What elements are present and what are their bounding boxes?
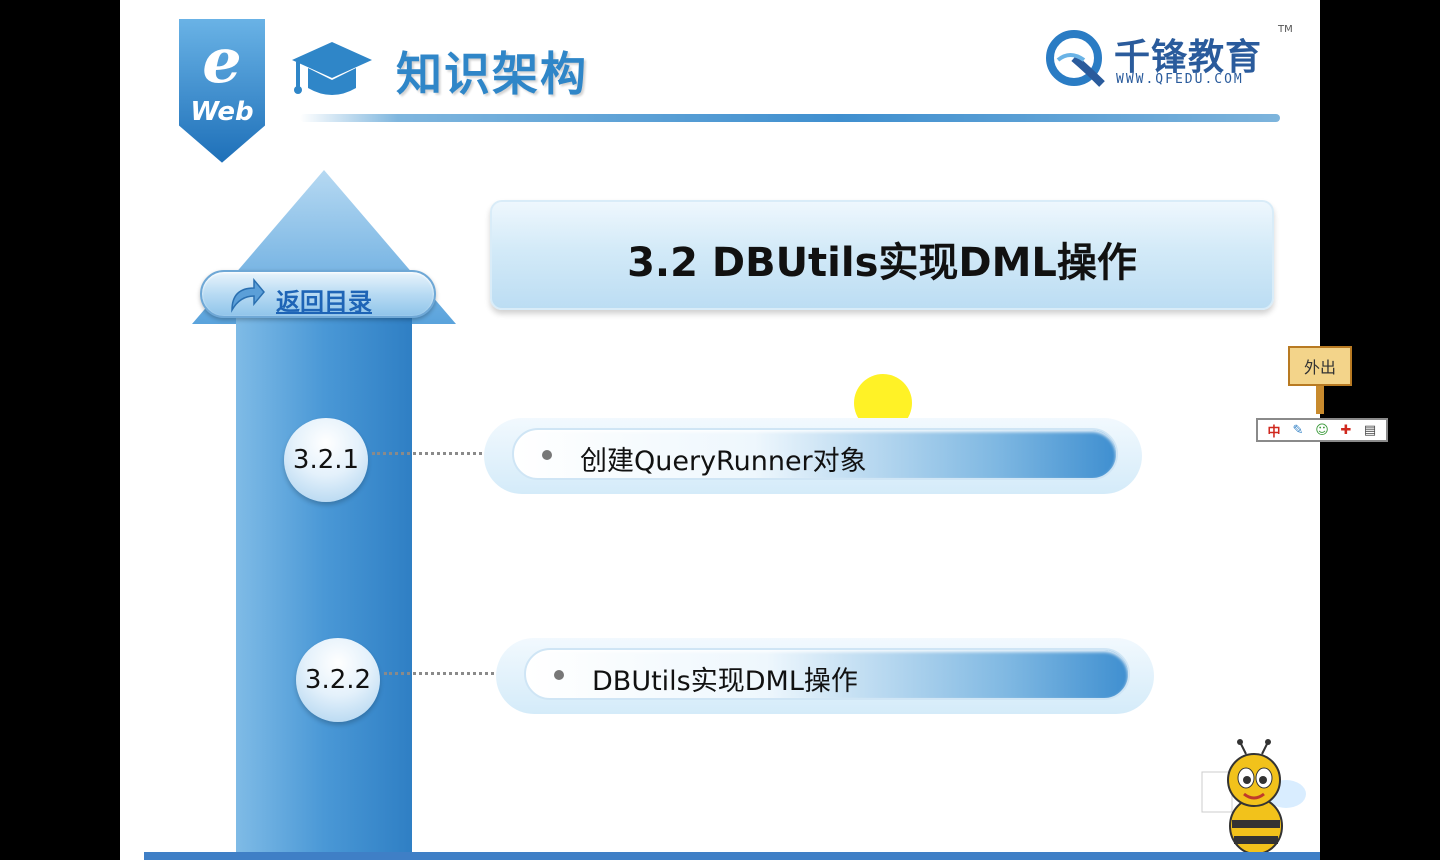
qf-logo-icon: [1046, 30, 1105, 87]
back-to-contents-button[interactable]: 返回目录: [200, 270, 436, 318]
tools-icon[interactable]: ✎: [1292, 422, 1304, 438]
section-title: 3.2 DBUtils实现DML操作: [627, 240, 1137, 286]
slide: e Web 知识架构 千锋教育 WWW.QFEDU.COM TM: [120, 0, 1320, 860]
brand-url: WWW.QFEDU.COM: [1116, 72, 1244, 87]
dotted-connector-2: [384, 672, 554, 675]
item-number: 3.2.2: [304, 665, 372, 695]
badge-letter: e: [202, 24, 241, 97]
brand-name: 千锋教育: [1114, 37, 1263, 78]
brand-logo: 千锋教育 WWW.QFEDU.COM TM: [1044, 24, 1294, 94]
item-number-badge-1[interactable]: 3.2.1: [284, 418, 368, 502]
ime-toolbar: 中 ✎ ☺ ✚ ▤: [1256, 418, 1388, 442]
section-title-box: 3.2 DBUtils实现DML操作: [490, 200, 1274, 310]
sign-post: [1316, 380, 1324, 414]
book-icon[interactable]: ▤: [1363, 422, 1377, 438]
item-link-2[interactable]: DBUtils实现DML操作: [524, 648, 1130, 700]
item-number-badge-2[interactable]: 3.2.2: [296, 638, 380, 722]
item-number: 3.2.1: [292, 445, 360, 475]
item-link-1[interactable]: 创建QueryRunner对象: [512, 428, 1118, 480]
bee-mascot-icon: [1201, 739, 1306, 855]
people-icon[interactable]: ☺: [1315, 422, 1329, 438]
page-title: 知识架构: [396, 47, 588, 101]
return-arrow-icon: [231, 278, 265, 313]
item-label: DBUtils实现DML操作: [592, 666, 858, 697]
web-badge-logo: e Web: [177, 18, 267, 164]
away-status-sign[interactable]: 外出: [1288, 340, 1352, 414]
badge-text: Web: [190, 97, 253, 127]
header-divider: [300, 114, 1280, 122]
brand-trademark: TM: [1278, 24, 1293, 35]
bullet-dot: [542, 450, 552, 460]
away-sign-board[interactable]: 外出: [1288, 346, 1352, 386]
chinese-input-icon[interactable]: 中: [1267, 424, 1281, 440]
dotted-connector-1: [372, 452, 542, 455]
red-cross-icon[interactable]: ✚: [1340, 422, 1352, 438]
bullet-dot: [554, 670, 564, 680]
back-to-contents-label: 返回目录: [276, 288, 372, 316]
footer-bar: [144, 852, 1320, 860]
away-sign-label: 外出: [1303, 358, 1336, 377]
item-label: 创建QueryRunner对象: [580, 446, 867, 477]
graduation-cap-icon: [292, 42, 372, 95]
